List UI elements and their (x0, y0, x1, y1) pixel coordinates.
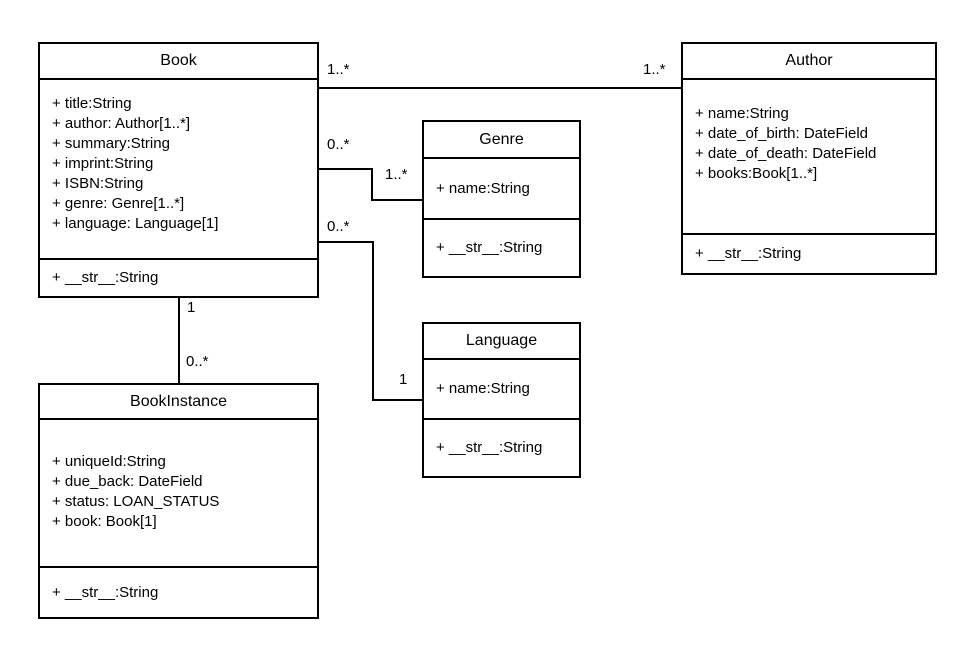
method: + __str__:String (695, 245, 802, 262)
attribute: + uniqueId:String (52, 453, 166, 470)
attribute: + name:String (436, 179, 530, 197)
method: + __str__:String (52, 583, 159, 601)
multiplicity-book-language-language-end: 1 (399, 371, 408, 388)
multiplicity-book-genre-book-end: 0..* (327, 136, 350, 153)
attribute: + books:Book[1..*] (695, 165, 818, 182)
attribute: + status: LOAN_STATUS (52, 493, 220, 510)
multiplicity-book-bookinstance-instance-end: 0..* (186, 353, 209, 370)
method: + __str__:String (436, 439, 543, 456)
class-attributes-author: + name:String + date_of_birth: DateField… (683, 80, 935, 235)
class-attributes-bookinstance: + uniqueId:String + due_back: DateField … (40, 420, 317, 568)
class-title-book: Book (40, 44, 317, 80)
association-book-bookinstance-line (178, 297, 180, 383)
attribute: + name:String (436, 380, 530, 397)
association-book-language-line-segment (372, 241, 374, 401)
class-attributes-genre: + name:String (424, 159, 579, 220)
multiplicity-book-author-author-end: 1..* (643, 61, 666, 78)
attribute: + book: Book[1] (52, 513, 157, 530)
association-book-genre-line-segment (371, 168, 373, 201)
multiplicity-book-bookinstance-book-end: 1 (187, 299, 196, 316)
class-methods-author: + __str__:String (683, 235, 935, 273)
association-book-genre-line-segment (371, 199, 422, 201)
class-box-genre: Genre + name:String + __str__:String (422, 120, 581, 278)
association-book-author-line (318, 87, 681, 89)
class-box-author: Author + name:String + date_of_birth: Da… (681, 42, 937, 275)
attribute: + name:String (695, 105, 789, 122)
multiplicity-book-genre-genre-end: 1..* (385, 166, 408, 183)
attribute: + ISBN:String (52, 175, 144, 192)
class-title-bookinstance: BookInstance (40, 385, 317, 420)
attribute: + date_of_birth: DateField (695, 125, 869, 142)
class-box-bookinstance: BookInstance + uniqueId:String + due_bac… (38, 383, 319, 619)
association-book-language-line-segment (318, 241, 374, 243)
association-book-language-line-segment (372, 399, 422, 401)
class-box-book: Book + title:String + author: Author[1..… (38, 42, 319, 298)
attribute: + date_of_death: DateField (695, 145, 877, 162)
class-box-language: Language + name:String + __str__:String (422, 322, 581, 478)
method: + __str__:String (52, 269, 159, 286)
attribute: + language: Language[1] (52, 215, 219, 232)
method: + __str__:String (436, 239, 543, 256)
class-title-author: Author (683, 44, 935, 80)
class-methods-genre: + __str__:String (424, 220, 579, 276)
class-methods-book: + __str__:String (40, 260, 317, 296)
multiplicity-book-language-book-end: 0..* (327, 218, 350, 235)
class-methods-language: + __str__:String (424, 420, 579, 476)
class-title-language: Language (424, 324, 579, 360)
attribute: + due_back: DateField (52, 473, 203, 490)
attribute: + genre: Genre[1..*] (52, 195, 185, 212)
attribute: + title:String (52, 95, 132, 112)
class-attributes-book: + title:String + author: Author[1..*] + … (40, 80, 317, 260)
class-title-genre: Genre (424, 122, 579, 159)
class-attributes-language: + name:String (424, 360, 579, 420)
attribute: + author: Author[1..*] (52, 115, 191, 132)
multiplicity-book-author-book-end: 1..* (327, 61, 350, 78)
class-methods-bookinstance: + __str__:String (40, 568, 317, 617)
attribute: + imprint:String (52, 155, 154, 172)
association-book-genre-line-segment (318, 168, 373, 170)
attribute: + summary:String (52, 135, 170, 152)
